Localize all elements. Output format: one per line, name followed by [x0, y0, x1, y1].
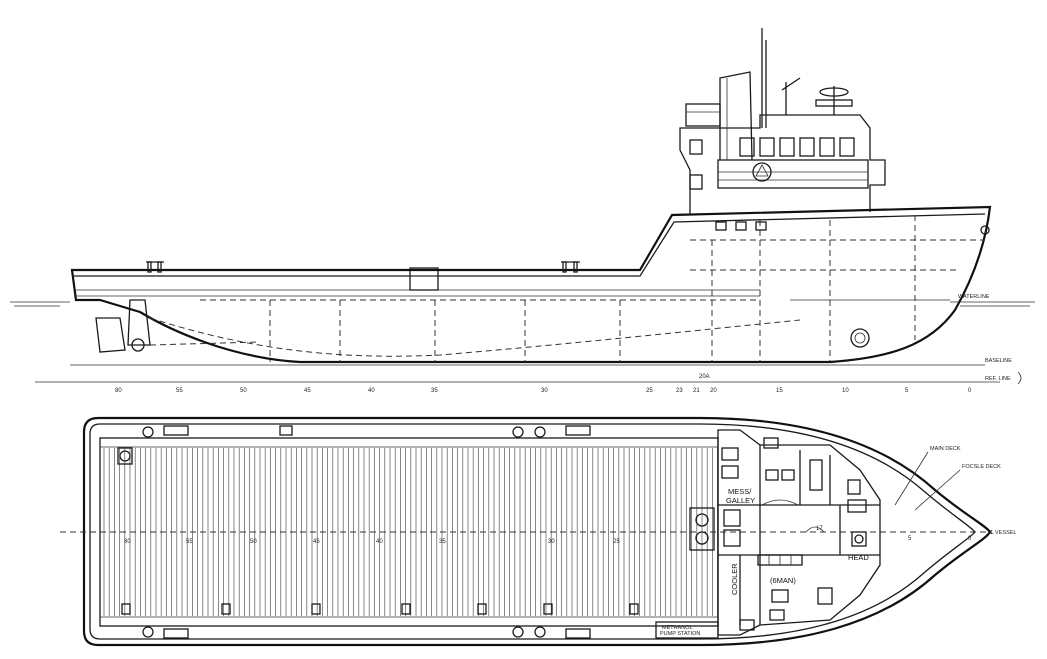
profile-frame: 35 — [431, 388, 438, 394]
plan-frame: 55 — [186, 539, 193, 545]
anchor-icon — [980, 225, 990, 235]
ref-line-label: REF. LINE — [985, 376, 1011, 382]
baseline-label: BASELINE — [985, 358, 1012, 364]
plan-frame: 5 — [908, 536, 912, 542]
cooler-label: COOLER — [730, 563, 739, 595]
internal-compartments — [149, 215, 985, 362]
superstructure — [679, 28, 886, 231]
profile-frame: 0 — [968, 388, 972, 394]
plan-deck-fittings — [117, 425, 639, 639]
plan-frame-numbers: 80 55 50 45 40 35 30 25 17 5 0 — [124, 526, 972, 545]
head-label: HEAD — [848, 553, 869, 562]
main-deck-label: MAIN DECK — [930, 446, 961, 452]
six-man-label: (6MAN) — [770, 576, 796, 585]
profile-frame: 21 — [693, 388, 700, 394]
profile-frame-numbers: 20A 80 55 50 45 40 35 30 25 23 21 20 15 … — [115, 374, 972, 394]
plan-frame: 30 — [548, 539, 555, 545]
plan-frame: 25 — [613, 539, 620, 545]
methanol-pump-station-label: PUMP STATION — [660, 631, 700, 637]
deck-fittings — [146, 261, 580, 291]
plan-frame: 17 — [816, 526, 823, 532]
rudder-skeg — [95, 299, 261, 353]
plan-frame: 35 — [439, 539, 446, 545]
plan-view: METHANOL PUMP STATION — [60, 416, 1016, 647]
plan-frame: 40 — [376, 539, 383, 545]
profile-view: WATERLINE BASELINE REF. LINE 20A 80 55 5… — [10, 28, 1035, 394]
profile-frame: 40 — [368, 388, 375, 394]
hull-outline — [70, 205, 992, 364]
profile-frame: 15 — [776, 388, 783, 394]
plan-frame: 80 — [124, 539, 131, 545]
reference-lines: WATERLINE BASELINE REF. LINE — [35, 294, 1022, 385]
focsle-deck-label: FOCSLE DECK — [962, 464, 1001, 470]
profile-frame: 50 — [240, 388, 247, 394]
mess-galley-label-2: GALLEY — [726, 496, 755, 505]
profile-frame: 45 — [304, 388, 311, 394]
waterline-label: WATERLINE — [958, 294, 990, 300]
plan-frame: 0 — [968, 536, 972, 542]
profile-frame: 23 — [676, 388, 683, 394]
profile-frame: 20 — [710, 388, 717, 394]
profile-frame: 25 — [646, 388, 653, 394]
profile-frame-20a: 20A — [699, 374, 710, 380]
accommodation-block — [689, 429, 881, 636]
profile-frame: 5 — [905, 388, 909, 394]
profile-frame: 55 — [176, 388, 183, 394]
profile-frame: 10 — [842, 388, 849, 394]
water-surface — [10, 301, 1035, 307]
cl-vessel-label: ℄ VESSEL — [989, 530, 1016, 536]
plan-frame: 50 — [250, 539, 257, 545]
profile-frame: 30 — [541, 388, 548, 394]
mess-galley-label-1: MESS/ — [728, 487, 752, 496]
plan-frame: 45 — [313, 539, 320, 545]
main-deck-line — [74, 213, 986, 277]
methanol-label: METHANOL — [662, 625, 693, 631]
profile-frame: 80 — [115, 388, 122, 394]
plan-hull-outline — [82, 416, 992, 647]
